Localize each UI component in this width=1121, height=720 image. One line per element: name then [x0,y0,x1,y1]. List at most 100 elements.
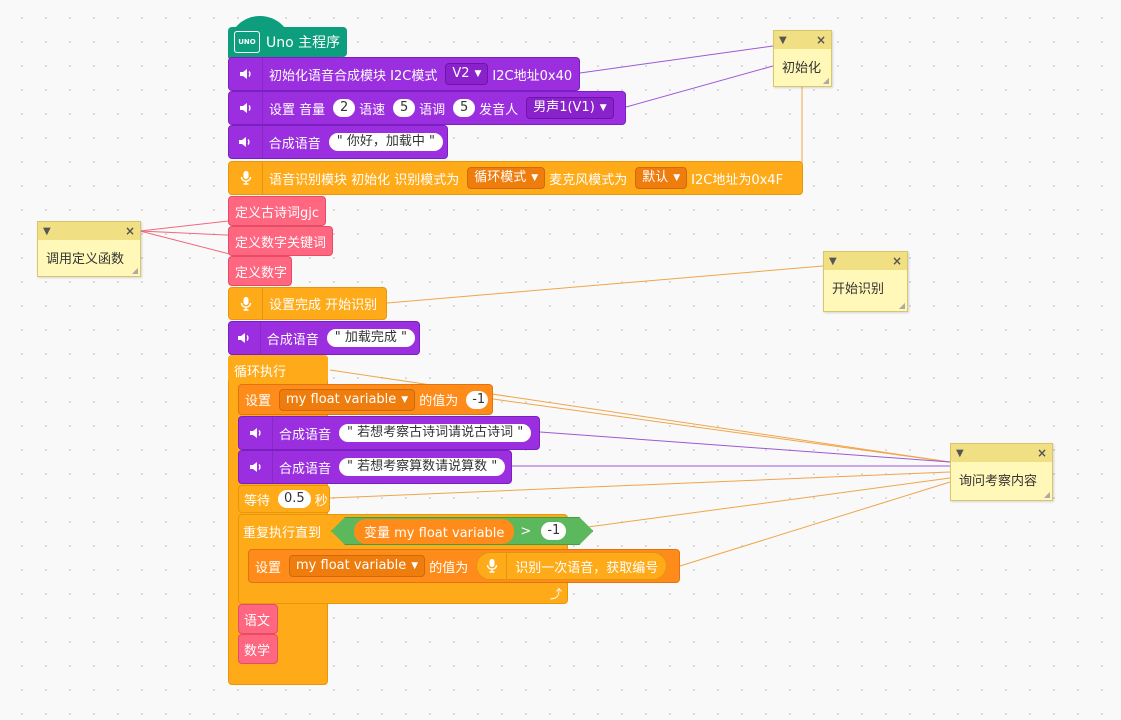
repeat-arrow-icon: ⤴ [550,587,563,601]
chevron-down-icon: ▼ [411,561,419,571]
comment-note-start[interactable]: ▼ × 开始识别 ◢ [823,251,908,312]
recognize-label: 识别一次语音，获取编号 [515,560,659,576]
comment-note-ask[interactable]: ▼ × 询问考察内容 ◢ [950,443,1053,501]
close-icon[interactable]: × [891,254,902,268]
resize-grip-icon[interactable]: ◢ [131,266,138,275]
start-asr-label: 设置完成 开始识别 [269,298,378,313]
asr-mode-dropdown[interactable]: 循环模式▼ [467,167,546,189]
microphone-icon [229,162,263,194]
tone-label: 语调 [419,102,446,118]
microphone-icon [229,288,263,319]
note-text[interactable]: 初始化 [782,61,822,76]
tts-init-block[interactable]: 初始化语音合成模块 I2C模式 V2▼ I2C地址0x40 [228,57,580,91]
chevron-down-icon[interactable]: ▼ [956,447,964,459]
speaker-icon [229,126,263,158]
resize-grip-icon[interactable]: ◢ [898,301,905,310]
call-def-gjc-block[interactable]: 定义古诗词gjc [228,196,326,226]
i2c-mode-dropdown[interactable]: V2▼ [445,63,489,85]
speaker-dropdown[interactable]: 男声1(V1)▼ [526,97,614,119]
mic-mode-label: 麦克风模式为 [549,172,628,188]
comment-note-call-defs[interactable]: ▼ × 调用定义函数 ◢ [37,221,141,277]
hat-label: Uno 主程序 [266,35,341,51]
value-label: 的值为 [419,394,459,409]
board-icon: UNO [234,31,260,53]
loop-c-block-arm [228,355,328,383]
chevron-down-icon: ▼ [474,69,482,79]
call-def-num-block[interactable]: 定义数字 [228,256,292,286]
value-label: 的值为 [429,560,469,576]
say-label: 合成语音 [279,461,332,477]
repeat-until-header[interactable]: 重复执行直到 变量 my float variable > -1 [238,515,599,547]
tone-input[interactable]: 5 [453,99,476,117]
chevron-down-icon: ▼ [599,103,607,113]
compare-value-input[interactable]: -1 [541,522,566,540]
call-math-block[interactable]: 数学 [238,634,278,664]
speaker-icon [229,58,263,90]
chevron-down-icon[interactable]: ▼ [43,225,51,237]
wait-seconds-input[interactable]: 0.5 [278,490,311,508]
note-header[interactable]: ▼ × [774,31,831,49]
close-icon[interactable]: × [1036,446,1047,460]
speaker-label: 发音人 [479,102,519,118]
speaker-icon [239,451,273,483]
variable-dropdown[interactable]: my float variable▼ [279,388,416,411]
variable-reporter[interactable]: 变量 my float variable [354,519,514,544]
say-poem-block[interactable]: 合成语音 " 若想考察古诗词请说古诗词 " [238,416,540,450]
say-done-block[interactable]: 合成语音 " 加载完成 " [228,321,420,355]
comment-note-init[interactable]: ▼ × 初始化 ◢ [773,30,832,87]
say-text-input[interactable]: " 你好，加载中 " [328,133,443,151]
set-label: 设置 [255,560,282,576]
speed-label: 语速 [359,102,386,118]
start-asr-block[interactable]: 设置完成 开始识别 [228,287,387,320]
variable-dropdown[interactable]: my float variable▼ [289,555,426,577]
microphone-icon [477,553,508,579]
say-text-input[interactable]: " 若想考察算数请说算数 " [339,458,506,476]
volume-input[interactable]: 2 [333,99,356,117]
set-variable-asr-block[interactable]: 设置 my float variable▼ 的值为 识别一次语音，获取编号 [248,549,680,583]
speaker-icon [239,417,273,449]
wait-block[interactable]: 等待 0.5 秒 [238,485,330,513]
say-label: 合成语音 [279,427,332,443]
seconds-label: 秒 [314,493,328,509]
operator-label: > [520,523,532,539]
note-header[interactable]: ▼ × [951,444,1052,462]
say-text-input[interactable]: " 加载完成 " [326,329,415,347]
chevron-down-icon[interactable]: ▼ [779,34,787,46]
resize-grip-icon[interactable]: ◢ [822,76,829,85]
mic-mode-dropdown[interactable]: 默认▼ [635,167,688,189]
loop-forever-label[interactable]: 循环执行 [234,364,287,380]
close-icon[interactable]: × [124,224,135,238]
set-variable-block[interactable]: 设置 my float variable▼ 的值为 -1 [238,384,493,415]
wait-label: 等待 [244,493,271,509]
volume-label: 设置 音量 [269,102,326,118]
asr-address-label: I2C地址为0x4F [691,172,784,188]
say-math-block[interactable]: 合成语音 " 若想考察算数请说算数 " [238,450,512,484]
note-text[interactable]: 调用定义函数 [46,252,125,267]
call-math-label: 数学 [244,643,271,659]
note-header[interactable]: ▼ × [824,252,907,270]
note-text[interactable]: 询问考察内容 [959,474,1038,489]
resize-grip-icon[interactable]: ◢ [1043,490,1050,499]
say-text-input[interactable]: " 若想考察古诗词请说古诗词 " [339,424,532,442]
set-voice-block[interactable]: 设置 音量 2 语速 5 语调 5 发音人 男声1(V1)▼ [228,91,626,125]
uno-main-hat[interactable]: UNO Uno 主程序 [228,27,347,57]
speed-input[interactable]: 5 [393,99,416,117]
chevron-down-icon: ▼ [531,173,539,183]
call-def-num-label: 定义数字 [235,265,288,281]
asr-init-block[interactable]: 语音识别模块 初始化 识别模式为 循环模式▼ 麦克风模式为 默认▼ I2C地址为… [228,161,803,195]
condition-greater-than[interactable]: 变量 my float variable > -1 [331,517,593,545]
say-label: 合成语音 [266,332,319,348]
note-text[interactable]: 开始识别 [832,282,885,297]
tts-init-label: 初始化语音合成模块 I2C模式 [269,68,438,84]
repeat-until-label: 重复执行直到 [243,525,322,541]
say-loading-block[interactable]: 合成语音 " 你好，加载中 " [228,125,448,159]
note-header[interactable]: ▼ × [38,222,140,240]
call-chinese-label: 语文 [244,613,271,629]
chevron-down-icon: ▼ [401,394,409,405]
value-input[interactable]: -1 [466,390,489,409]
recognize-once-reporter[interactable]: 识别一次语音，获取编号 [476,552,668,580]
chevron-down-icon[interactable]: ▼ [829,255,837,267]
call-def-numkey-block[interactable]: 定义数字关键词 [228,226,333,256]
close-icon[interactable]: × [815,33,826,47]
call-chinese-block[interactable]: 语文 [238,604,278,634]
